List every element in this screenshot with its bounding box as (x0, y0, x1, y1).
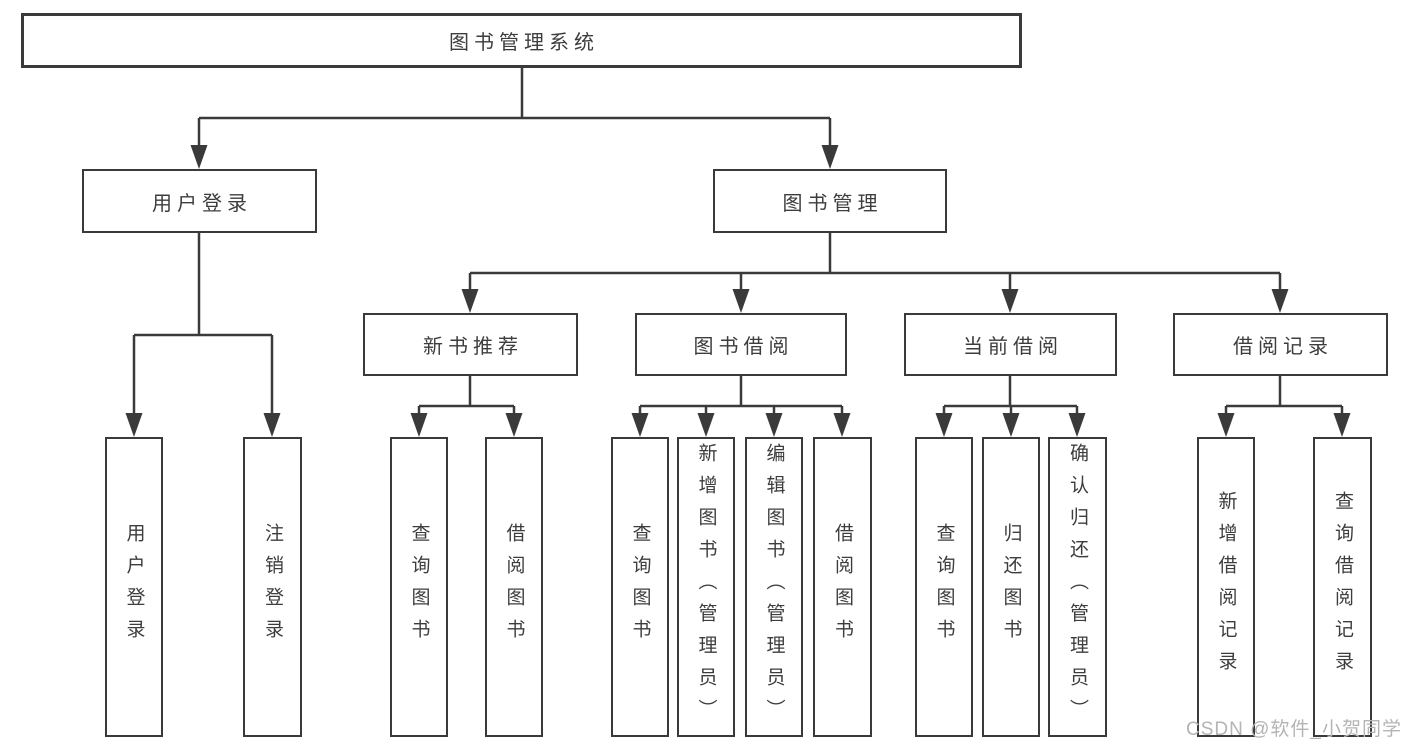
node-current-borrowing-label: 当前借阅 (963, 336, 1063, 358)
leaf-user-login-label: 用户登录 (123, 523, 145, 651)
leaf-add-borrow-record: 新增借阅记录 (1197, 437, 1255, 737)
node-book-borrowing: 图书借阅 (635, 313, 847, 376)
leaf-confirm-return-admin-label: 确认归还（管理员） (1067, 443, 1088, 731)
leaf-confirm-return-admin: 确认归还（管理员） (1048, 437, 1107, 737)
leaf-query-books-current-label: 查询图书 (933, 523, 955, 651)
leaf-borrow-books-recommend-label: 借阅图书 (503, 523, 525, 651)
node-user-login-label: 用户登录 (152, 192, 252, 215)
node-library-management-system: 图书管理系统 (21, 13, 1022, 68)
leaf-return-books: 归还图书 (982, 437, 1040, 737)
node-current-borrowing: 当前借阅 (904, 313, 1117, 376)
leaf-user-login: 用户登录 (105, 437, 163, 737)
leaf-query-borrow-record: 查询借阅记录 (1313, 437, 1372, 737)
node-book-management-label: 图书管理 (782, 192, 883, 215)
leaf-query-books-borrowing: 查询图书 (611, 437, 669, 737)
node-new-book-recommendation-label: 新书推荐 (423, 336, 523, 358)
leaf-return-books-label: 归还图书 (1000, 523, 1022, 651)
node-new-book-recommendation: 新书推荐 (363, 313, 578, 376)
leaf-query-books-borrowing-label: 查询图书 (629, 523, 651, 651)
node-book-management: 图书管理 (713, 169, 947, 233)
csdn-watermark: CSDN @软件_小贺同学 (1186, 719, 1402, 740)
leaf-add-books-admin: 新增图书（管理员） (677, 437, 735, 737)
leaf-query-books-recommend-label: 查询图书 (408, 523, 430, 651)
leaf-add-borrow-record-label: 新增借阅记录 (1215, 491, 1237, 683)
leaf-edit-books-admin: 编辑图书（管理员） (745, 437, 803, 737)
node-user-login: 用户登录 (82, 169, 317, 233)
leaf-borrow-books-recommend: 借阅图书 (485, 437, 543, 737)
leaf-query-borrow-record-label: 查询借阅记录 (1332, 491, 1353, 683)
node-book-borrowing-label: 图书借阅 (693, 336, 794, 358)
node-borrowing-records-label: 借阅记录 (1233, 336, 1333, 358)
leaf-query-books-recommend: 查询图书 (390, 437, 448, 737)
leaf-borrow-books-borrowing: 借阅图书 (813, 437, 872, 737)
leaf-edit-books-admin-label: 编辑图书（管理员） (763, 443, 785, 731)
leaf-logout-label: 注销登录 (262, 523, 283, 651)
node-borrowing-records: 借阅记录 (1173, 313, 1388, 376)
leaf-logout: 注销登录 (243, 437, 302, 737)
leaf-query-books-current: 查询图书 (915, 437, 973, 737)
node-library-management-system-label: 图书管理系统 (449, 32, 599, 54)
leaf-add-books-admin-label: 新增图书（管理员） (695, 443, 717, 731)
leaf-borrow-books-borrowing-label: 借阅图书 (832, 523, 853, 651)
